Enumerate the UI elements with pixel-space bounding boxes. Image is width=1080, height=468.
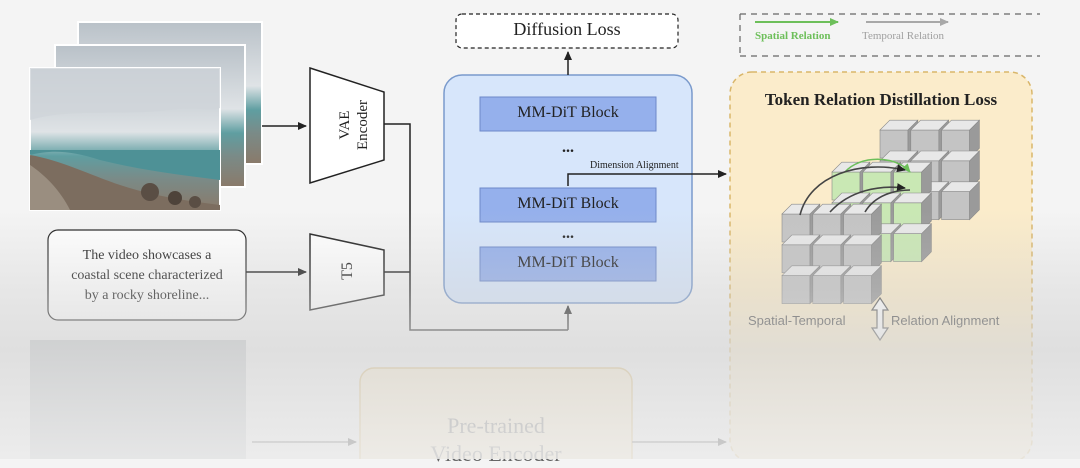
dimension-alignment-label: Dimension Alignment xyxy=(590,160,679,171)
encoder-line-2: Video Encoder xyxy=(430,441,562,466)
video-frames-image xyxy=(29,21,263,211)
token-cube-green xyxy=(892,223,933,263)
reflected-frames xyxy=(30,340,246,459)
caption-line-3: by a rocky shoreline... xyxy=(84,288,210,303)
token-cube-front xyxy=(842,265,883,305)
dots-2: ... xyxy=(562,225,574,242)
relation-right-label: Relation Alignment xyxy=(891,313,1000,328)
encoder-label: Encoder xyxy=(355,100,371,150)
mm-dit-block-1-label: MM-DiT Block xyxy=(517,104,619,121)
encoder-line-1: Pre-trained xyxy=(447,413,545,438)
caption-line-1: The video showcases a xyxy=(82,248,212,263)
vae-label: VAE xyxy=(337,110,353,140)
legend-temporal-label: Temporal Relation xyxy=(862,30,945,42)
caption-line-2: coastal scene characterized xyxy=(71,268,223,283)
relation-left-label: Spatial-Temporal xyxy=(748,313,846,328)
t5-label: T5 xyxy=(339,262,356,280)
distillation-title: Token Relation Distillation Loss xyxy=(764,90,998,109)
mm-dit-block-3-label: MM-DiT Block xyxy=(517,254,619,271)
legend-spatial-label: Spatial Relation xyxy=(755,30,831,42)
token-cube-back xyxy=(940,181,981,221)
vae-encoder-label: VAE Encoder xyxy=(336,67,371,183)
mm-dit-block-2-label: MM-DiT Block xyxy=(517,195,619,212)
caption-text: The video showcases a coastal scene char… xyxy=(48,246,246,306)
video-encoder-label: Pre-trained Video Encoder xyxy=(360,412,632,468)
diffusion-loss-label: Diffusion Loss xyxy=(513,19,621,39)
dots-1: ... xyxy=(562,139,574,156)
